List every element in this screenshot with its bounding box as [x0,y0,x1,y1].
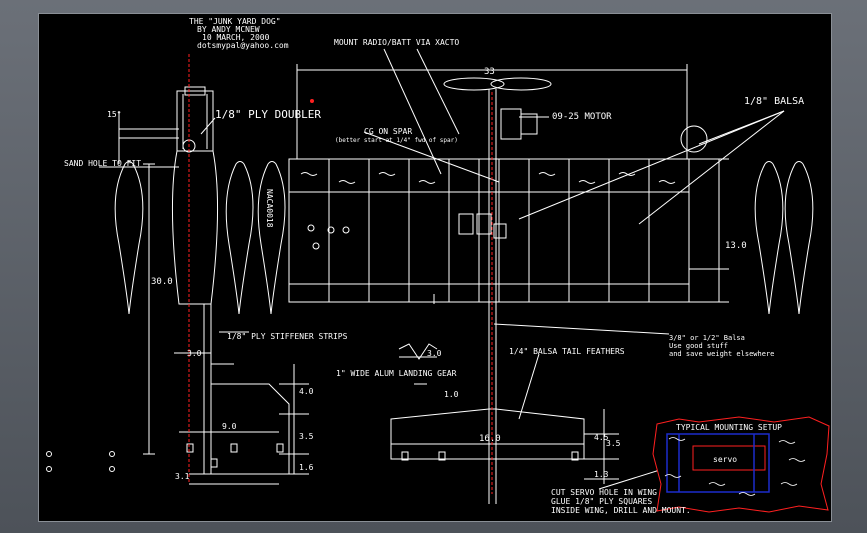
dim-3-5: 3.5 [299,432,314,441]
label-mounting-setup: TYPICAL MOUNTING SETUP [676,423,782,432]
leader-lines [99,48,785,490]
dim-span: 33 [484,67,495,77]
dim-gear-3-0: 3.0 [427,349,442,358]
label-sand-hole: SAND HOLE TO FIT [64,159,141,168]
dim-stab-4-5: 4.5 [594,433,609,442]
label-tail-feathers: 1/4" BALSA TAIL FEATHERS [509,347,625,356]
dim-9-0: 9.0 [222,422,237,431]
dim-stab-1-3: 1.3 [594,470,609,479]
label-mount-radio: MOUNT RADIO/BATT VIA XACTO [334,38,459,47]
dim-1-6: 1.6 [299,463,314,472]
label-airfoil: NACA0018 [265,189,274,228]
label-servo-note3: INSIDE WING, DRILL AND MOUNT. [551,506,691,515]
dim-fuselage: 30.0 [151,277,173,287]
airfoil-sections [114,161,814,315]
red-dot [310,99,314,103]
dim-stab-16: 16.0 [479,434,501,444]
label-landing-gear: 1" WIDE ALUM LANDING GEAR [336,369,457,378]
dim-4-0: 4.0 [299,387,314,396]
annotations: THE "JUNK YARD DOG" BY ANDY MCNEW 10 MAR… [64,17,804,515]
landing-gear [398,343,438,385]
label-ply-doubler: 1/8" PLY DOUBLER [215,108,321,121]
dim-chord: 13.0 [725,241,747,251]
label-servo: servo [713,455,737,464]
label-balsa-note3: and save weight elsewhere [669,350,774,358]
label-motor: 09-25 MOTOR [552,112,612,122]
centerlines [188,54,493,494]
label-balsa-note1: 3/8" or 1/2" Balsa [669,334,745,342]
dim-3-0: 3.0 [187,349,202,358]
label-balsa-note2: Use good stuff [669,342,728,350]
label-servo-note1: CUT SERVO HOLE IN WING [551,488,657,497]
title-line4: dotsmypal@yahoo.com [197,41,289,50]
label-stiffener: 1/8" PLY STIFFENER STRIPS [227,332,348,341]
label-cg: CG ON SPAR [364,127,412,136]
dim-3-1: 3.1 [175,472,190,481]
label-balsa: 1/8" BALSA [744,96,804,107]
horizontal-stabilizer [390,408,619,484]
label-cg-note: (better start at 1/4" fwd of spar) [335,137,458,144]
dim-gear-1-0: 1.0 [444,390,459,399]
dim-angle: 15° [107,110,121,119]
dim-stab-3-5: 3.5 [606,439,621,448]
title-line2: BY ANDY MCNEW [197,25,260,34]
wing-plan-view [288,64,729,504]
title-line3: 10 MARCH, 2000 [202,33,270,42]
title-line1: THE "JUNK YARD DOG" [189,17,281,26]
fuselage-side-view [46,86,309,485]
mounting-setup-inset [652,416,830,513]
label-servo-note2: GLUE 1/8" PLY SQUARES [551,497,652,506]
plan-drawing: THE "JUNK YARD DOG" BY ANDY MCNEW 10 MAR… [46,17,830,515]
drawing-viewport[interactable]: THE "JUNK YARD DOG" BY ANDY MCNEW 10 MAR… [38,13,832,522]
